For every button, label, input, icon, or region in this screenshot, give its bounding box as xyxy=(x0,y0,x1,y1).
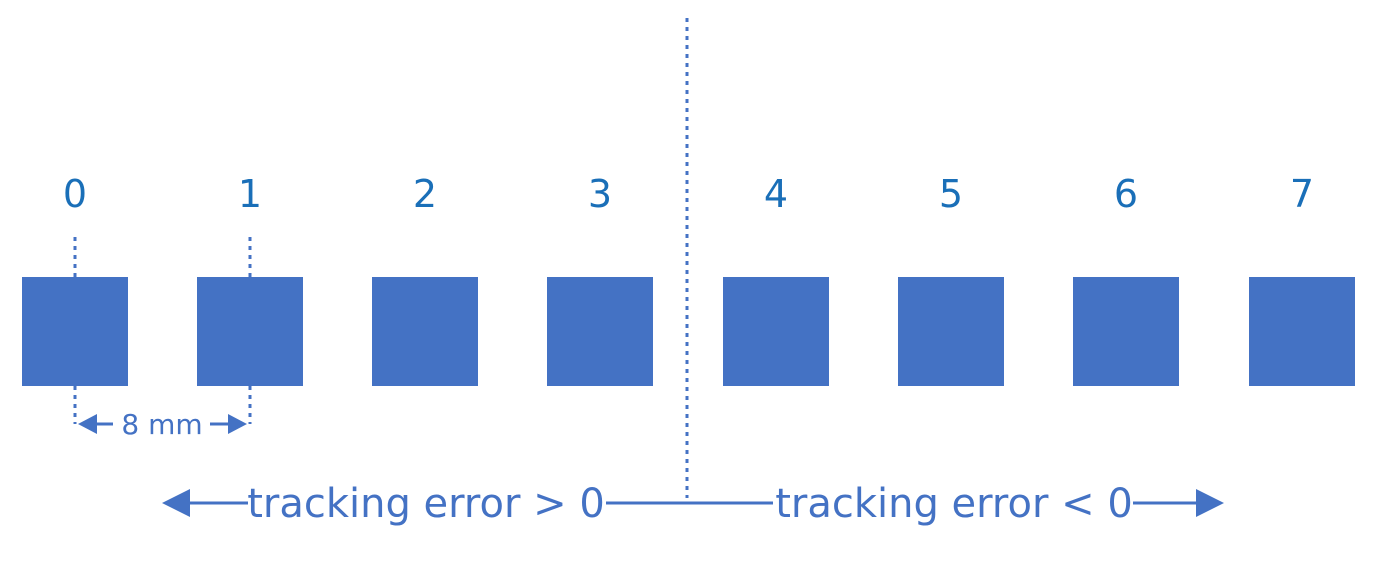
spacing-label: 8 mm xyxy=(121,408,202,441)
pad-label-4: 4 xyxy=(764,172,788,216)
pad-square-0 xyxy=(22,277,128,386)
pad-label-5: 5 xyxy=(939,172,963,216)
pad-label-0: 0 xyxy=(63,172,87,216)
dimension-arrowhead-right-icon xyxy=(228,414,247,434)
pad-label-1: 1 xyxy=(238,172,262,216)
pad-label-6: 6 xyxy=(1114,172,1138,216)
pad-square-7 xyxy=(1249,277,1355,386)
pad-square-1 xyxy=(197,277,303,386)
pad-label-3: 3 xyxy=(588,172,612,216)
right-region-label: tracking error < 0 xyxy=(775,481,1133,527)
dimension-arrowhead-left-icon xyxy=(78,414,97,434)
pad-square-4 xyxy=(723,277,829,386)
left-region-label: tracking error > 0 xyxy=(247,481,605,527)
pad-label-2: 2 xyxy=(413,172,437,216)
left-arrowhead-icon xyxy=(162,489,190,517)
pad-square-6 xyxy=(1073,277,1179,386)
right-arrowhead-icon xyxy=(1196,489,1224,517)
pad-square-3 xyxy=(547,277,653,386)
pad-label-7: 7 xyxy=(1290,172,1314,216)
pad-square-2 xyxy=(372,277,478,386)
pad-square-5 xyxy=(898,277,1004,386)
tracking-error-axis xyxy=(162,489,1224,517)
spacing-dimension-arrow xyxy=(78,414,247,434)
